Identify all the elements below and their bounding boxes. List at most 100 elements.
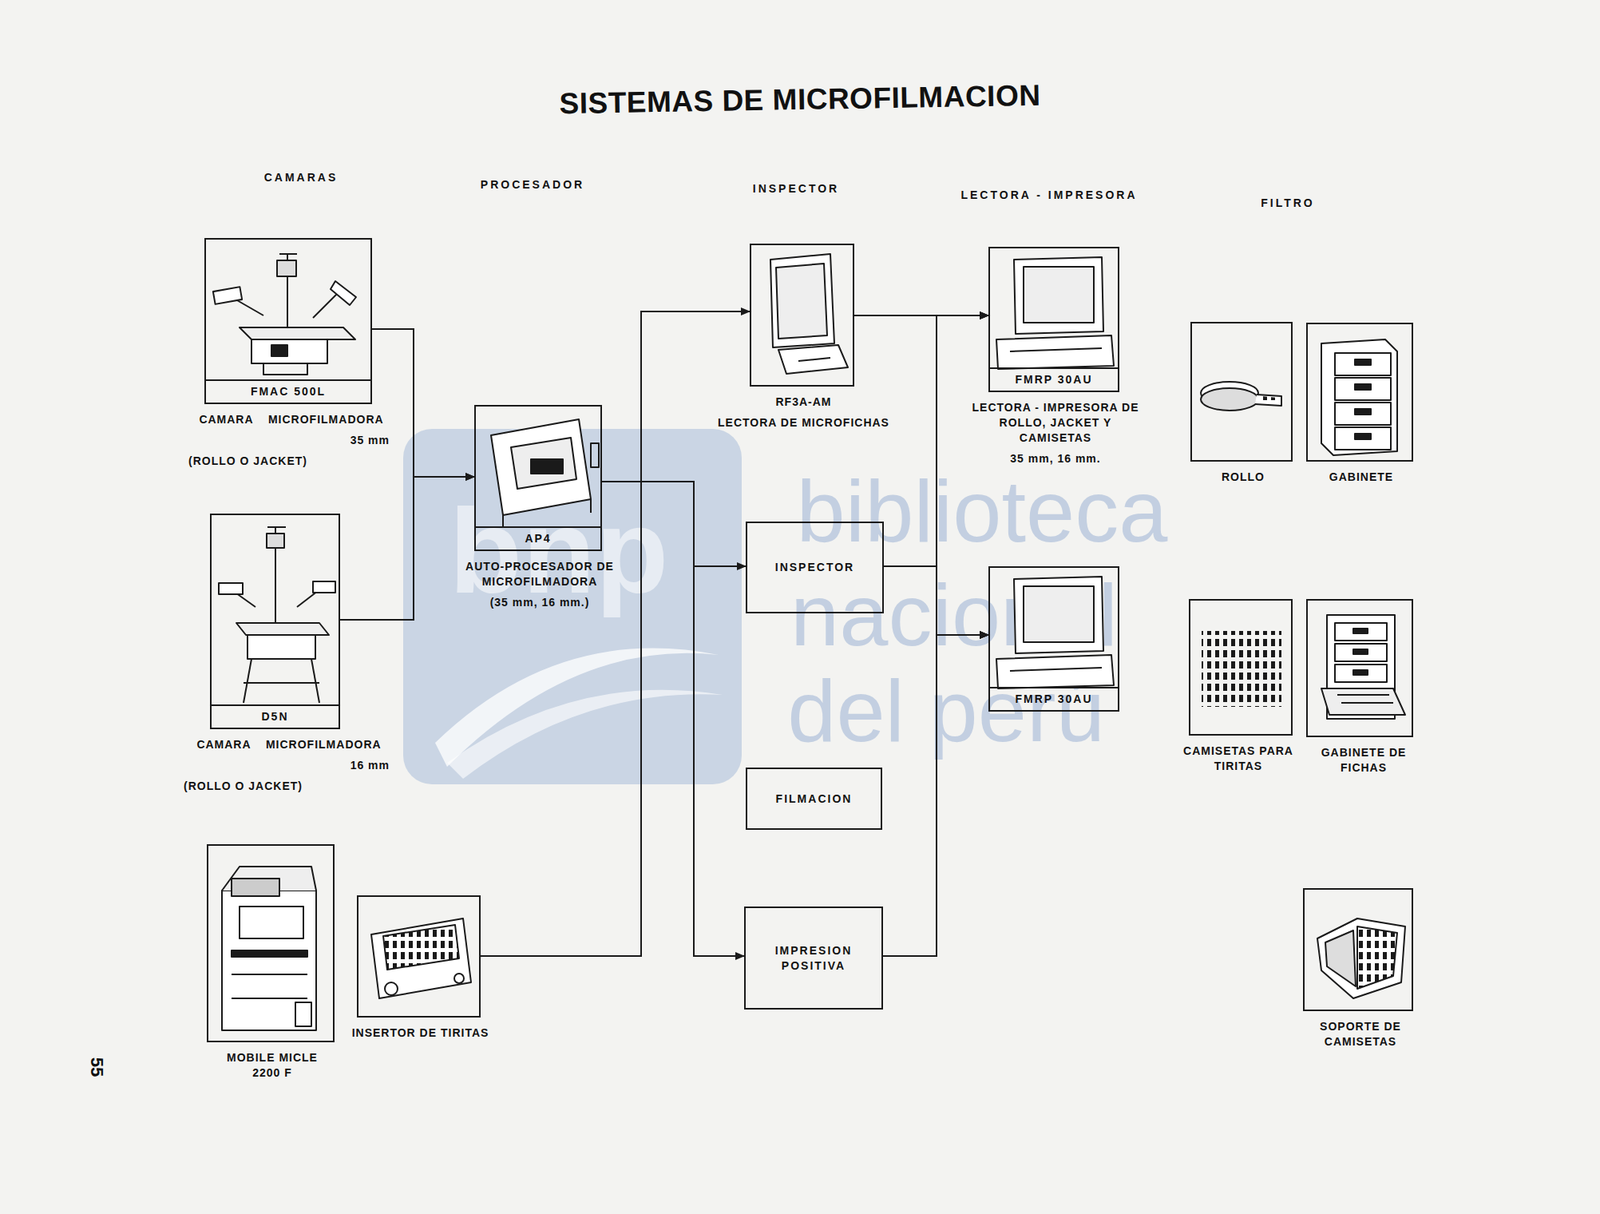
equipment-box: INSERTOR DE TIRITAS (356, 895, 481, 1018)
camera-d5n-drawing (218, 526, 336, 703)
column-header: INSPECTOR (752, 182, 840, 195)
jacket-holder-drawing (1317, 918, 1406, 999)
camera-fmac-drawing (213, 253, 357, 375)
mobile-micle-drawing-part (221, 890, 317, 1030)
insertor-drawing-part (383, 924, 460, 970)
processor-ap4-drawing-part (491, 419, 591, 515)
logo-swoosh (447, 689, 723, 779)
mobile-micle-drawing-part (295, 1001, 312, 1026)
box-text-area: IMPRESION POSITIVA (745, 907, 882, 1008)
film-roll-drawing-part (1261, 396, 1278, 404)
caption-text: AUTO-PROCESADOR DE MICROFILMADORA (443, 558, 636, 590)
process-box: INSPECTOR (745, 521, 884, 614)
caption-text: 35 mm, 16 mm. (962, 451, 1149, 467)
box-text: IMPRESION POSITIVA (753, 942, 874, 974)
camera-fmac-drawing-part (330, 281, 357, 305)
caption-text: CAMARA MICROFILMADORA (180, 736, 398, 753)
reader-printer-top-drawing-part (996, 335, 1114, 369)
model-label: FMRP 30AU (1014, 372, 1093, 388)
watermark-text: bnp (449, 491, 670, 611)
model-label-strip: D5N (211, 704, 339, 728)
page-number: 55 (87, 1057, 106, 1077)
connector-arrow (883, 634, 989, 956)
box-text: INSPECTOR (775, 559, 855, 575)
camera-d5n-drawing-part (243, 681, 320, 684)
processor-ap4-drawing-part (590, 443, 599, 468)
camera-d5n-drawing-part (247, 634, 316, 659)
caption-text: GABINETE DE FICHAS (1303, 744, 1424, 776)
model-label: FMAC 500L (250, 384, 326, 400)
reader-printer-bottom-drawing-part (1023, 586, 1094, 642)
reader-printer-top-drawing-part (1009, 348, 1102, 352)
reader-rf3a-drawing (770, 253, 848, 374)
box-text-area: FILMACION (747, 768, 881, 828)
mobile-micle-drawing (221, 866, 317, 1030)
storage-box: CAMISETAS PARA TIRITAS (1188, 598, 1293, 736)
process-box: FILMACION (745, 767, 883, 830)
model-label: D5N (261, 708, 289, 725)
caption-text: (ROLLO O JACKET) (180, 778, 398, 794)
model-label-strip: FMRP 30AU (990, 686, 1118, 710)
connector-arrow (340, 476, 475, 620)
caption-text: CAMISETAS PARA TIRITAS (1160, 743, 1317, 774)
connector-arrow (601, 481, 746, 567)
caption: GABINETE DE FICHAS (1299, 744, 1428, 776)
reader-rf3a-drawing-part (778, 344, 848, 374)
process-box: IMPRESION POSITIVA (744, 906, 884, 1010)
model-label-strip: FMRP 30AU (990, 367, 1118, 391)
mobile-micle-drawing-part (239, 906, 304, 939)
caption: CAMARA MICROFILMADORA35 mm(ROLLO O JACKE… (185, 411, 398, 469)
caption: CAMARA MICROFILMADORA 16 mm (ROLLO O JACKE… (180, 736, 398, 794)
cabinet-drawing-part (1334, 352, 1391, 376)
reader-printer-bottom-drawing (996, 576, 1114, 689)
caption-text: RF3A-AM (756, 394, 852, 410)
card-cabinet-drawing-part (1337, 693, 1390, 696)
processor-box: AP4AUTO-PROCESADOR DE MICROFILMADORA(35 … (474, 404, 602, 551)
diagram-title: SISTEMAS DE MICROFILMACION (0, 69, 1600, 131)
processor-ap4-drawing (491, 419, 599, 527)
caption-text: INSERTOR DE TIRITAS (326, 1025, 515, 1041)
camera-d5n-drawing-part (243, 658, 252, 703)
camera-d5n-drawing-part (218, 582, 243, 595)
cabinet-drawing (1321, 339, 1398, 456)
insertor-drawing-part (371, 918, 472, 999)
cabinet-drawing-part (1354, 359, 1371, 365)
camera-d5n-drawing-part (236, 622, 329, 635)
reader-printer-top-drawing-part (1013, 257, 1104, 334)
camera-d5n-drawing-part (267, 526, 286, 528)
model-label-strip: AP4 (475, 526, 601, 550)
processor-ap4-drawing-part (590, 499, 592, 513)
jacket-holder-drawing-part (1317, 918, 1406, 999)
reader-box: RF3A-AMLECTORA DE MICROFICHAS (749, 243, 855, 387)
cabinet-drawing-part (1334, 402, 1391, 425)
caption-text: 16 mm (180, 757, 398, 773)
insertor-drawing-part (384, 982, 398, 995)
card-cabinet-drawing-part (1334, 622, 1387, 641)
camera-box: D5NCAMARA MICROFILMADORA16 mm(ROLLO O JA… (209, 513, 341, 729)
reader-printer-bottom-drawing-part (996, 654, 1114, 689)
card-cabinet-drawing (1321, 614, 1406, 719)
model-label-strip: FMAC 500L (205, 379, 371, 403)
box-text: FILMACION (776, 791, 853, 807)
column-header: PROCESADOR (480, 178, 585, 191)
camera-d5n-drawing-part (312, 581, 336, 593)
reader-printer-bottom-drawing-part (1009, 667, 1102, 671)
jacket-holder-drawing-part (1357, 926, 1398, 989)
camera-fmac-drawing-part (239, 327, 356, 340)
camera-fmac-drawing-part (251, 339, 328, 364)
storage-box: SOPORTE DE CAMISETAS (1302, 887, 1414, 1011)
storage-box: GABINETE (1306, 322, 1414, 462)
camera-fmac-drawing-part (271, 344, 288, 357)
card-cabinet-drawing-part (1353, 669, 1368, 675)
cabinet-drawing-part (1354, 433, 1371, 440)
connector-arrow (372, 328, 475, 477)
insertor-drawing (371, 918, 472, 999)
column-header: FILTRO (1260, 197, 1315, 209)
column-header: LECTORA - IMPRESORA (960, 189, 1137, 201)
connector-arrow (601, 481, 745, 956)
reader-printer-box: FMRP 30AU (988, 566, 1120, 712)
storage-box: GABINETE DE FICHAS (1306, 598, 1414, 737)
model-label: FMRP 30AU (1014, 691, 1093, 707)
reader-printer-top-drawing (996, 257, 1114, 369)
